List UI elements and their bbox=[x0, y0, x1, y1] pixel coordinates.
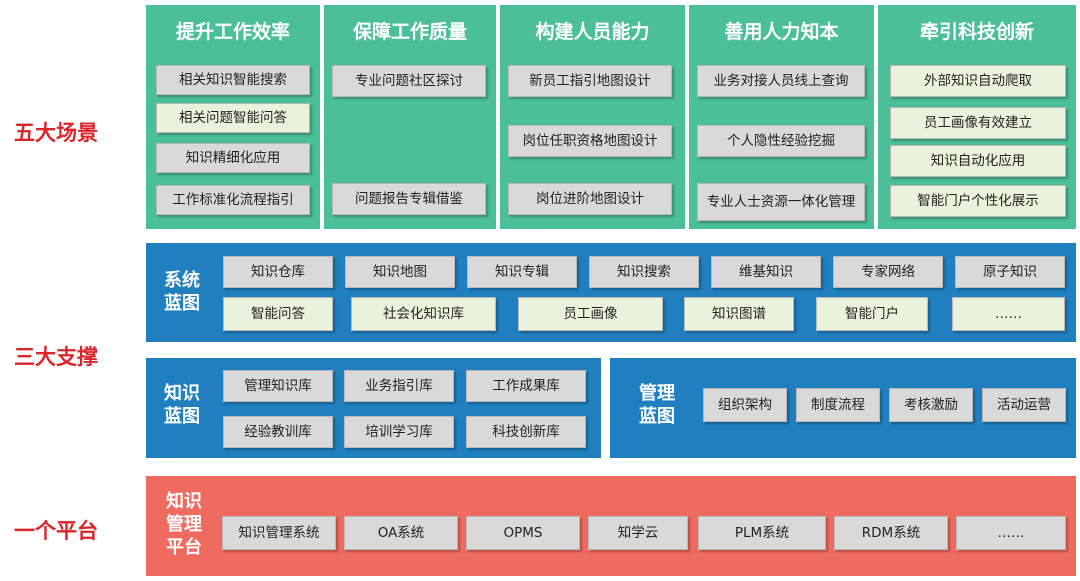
band-label-line: 管理 bbox=[639, 383, 675, 404]
system-item[interactable]: 社会化知识库 bbox=[351, 297, 496, 331]
system-item[interactable]: 智能问答 bbox=[223, 297, 333, 331]
system-item[interactable]: 知识地图 bbox=[345, 256, 455, 288]
platform-item[interactable]: 知学云 bbox=[588, 516, 688, 550]
scenario-item[interactable]: 工作标准化流程指引 bbox=[156, 185, 310, 215]
band-label-line: 蓝图 bbox=[164, 406, 200, 427]
platform-band: 知识 管理 平台 知识管理系统 OA系统 OPMS 知学云 PLM系统 RDM系… bbox=[146, 476, 1076, 576]
scenario-item[interactable]: 相关问题智能问答 bbox=[156, 103, 310, 133]
row-label-scenes: 五大场景 bbox=[14, 121, 98, 145]
management-item[interactable]: 考核激励 bbox=[889, 388, 973, 422]
platform-item[interactable]: RDM系统 bbox=[834, 516, 948, 550]
row-label-support: 三大支撑 bbox=[14, 345, 98, 369]
scenario-title: 牵引科技创新 bbox=[919, 21, 1034, 43]
system-blueprint-label: 系统 蓝图 bbox=[156, 269, 208, 315]
band-label-line: 系统 bbox=[164, 270, 200, 291]
scenario-item[interactable]: 外部知识自动爬取 bbox=[890, 65, 1066, 97]
band-label-line: 蓝图 bbox=[164, 293, 200, 314]
platform-item[interactable]: …… bbox=[956, 516, 1066, 550]
scenario-title: 善用人力知本 bbox=[724, 21, 839, 43]
platform-item[interactable]: OA系统 bbox=[344, 516, 458, 550]
knowledge-item[interactable]: 科技创新库 bbox=[466, 416, 586, 448]
knowledge-item[interactable]: 培训学习库 bbox=[344, 416, 454, 448]
scenario-item[interactable]: 智能门户个性化展示 bbox=[890, 185, 1066, 217]
platform-label: 知识 管理 平台 bbox=[156, 490, 212, 559]
scenario-item[interactable]: 相关知识智能搜索 bbox=[156, 65, 310, 95]
row-label-platform: 一个平台 bbox=[14, 519, 98, 543]
scenario-item[interactable]: 岗位进阶地图设计 bbox=[508, 183, 672, 215]
scenario-column-quality: 保障工作质量 专业问题社区探讨 问题报告专辑借鉴 bbox=[324, 5, 496, 229]
knowledge-item[interactable]: 经验教训库 bbox=[223, 416, 333, 448]
scenario-item[interactable]: 专业人士资源一体化管理 bbox=[697, 183, 865, 221]
scenario-item[interactable]: 岗位任职资格地图设计 bbox=[508, 125, 672, 157]
knowledge-blueprint-label: 知识 蓝图 bbox=[156, 382, 208, 428]
knowledge-item[interactable]: 管理知识库 bbox=[223, 370, 333, 402]
scenario-title: 提升工作效率 bbox=[175, 21, 290, 43]
management-item[interactable]: 制度流程 bbox=[796, 388, 880, 422]
management-blueprint-band: 管理 蓝图 组织架构 制度流程 考核激励 活动运营 bbox=[610, 358, 1076, 458]
system-item[interactable]: 专家网络 bbox=[833, 256, 943, 288]
scenario-title: 构建人员能力 bbox=[535, 21, 650, 43]
band-label-line: 知识 bbox=[166, 491, 202, 512]
scenario-item[interactable]: 新员工指引地图设计 bbox=[508, 65, 672, 97]
band-label-line: 平台 bbox=[166, 537, 202, 558]
system-blueprint-band: 系统 蓝图 知识仓库 知识地图 知识专辑 知识搜索 维基知识 专家网络 原子知识… bbox=[146, 243, 1076, 342]
scenario-item[interactable]: 个人隐性经验挖掘 bbox=[697, 125, 865, 157]
scenario-item[interactable]: 知识自动化应用 bbox=[890, 145, 1066, 177]
knowledge-blueprint-band: 知识 蓝图 管理知识库 业务指引库 工作成果库 经验教训库 培训学习库 科技创新… bbox=[146, 358, 601, 458]
band-label-line: 知识 bbox=[164, 383, 200, 404]
scenario-column-talent: 善用人力知本 业务对接人员线上查询 个人隐性经验挖掘 专业人士资源一体化管理 bbox=[689, 5, 874, 229]
system-item[interactable]: 知识仓库 bbox=[223, 256, 333, 288]
band-label-line: 蓝图 bbox=[639, 406, 675, 427]
knowledge-item[interactable]: 工作成果库 bbox=[466, 370, 586, 402]
platform-item[interactable]: PLM系统 bbox=[698, 516, 826, 550]
knowledge-item[interactable]: 业务指引库 bbox=[344, 370, 454, 402]
system-item[interactable]: 智能门户 bbox=[816, 297, 928, 331]
scenario-column-capability: 构建人员能力 新员工指引地图设计 岗位任职资格地图设计 岗位进阶地图设计 bbox=[500, 5, 685, 229]
scenario-column-innovation: 牵引科技创新 外部知识自动爬取 员工画像有效建立 知识自动化应用 智能门户个性化… bbox=[878, 5, 1076, 229]
scenario-item[interactable]: 员工画像有效建立 bbox=[890, 107, 1066, 139]
platform-item[interactable]: OPMS bbox=[466, 516, 580, 550]
scenario-item[interactable]: 专业问题社区探讨 bbox=[332, 65, 486, 97]
system-item[interactable]: 知识专辑 bbox=[467, 256, 577, 288]
scenario-title: 保障工作质量 bbox=[352, 21, 467, 43]
system-item[interactable]: 原子知识 bbox=[955, 256, 1065, 288]
platform-item[interactable]: 知识管理系统 bbox=[222, 516, 336, 550]
scenario-item[interactable]: 问题报告专辑借鉴 bbox=[332, 183, 486, 215]
scenario-item[interactable]: 知识精细化应用 bbox=[156, 143, 310, 173]
management-blueprint-label: 管理 蓝图 bbox=[622, 382, 692, 428]
scenario-item[interactable]: 业务对接人员线上查询 bbox=[697, 65, 865, 97]
system-item[interactable]: …… bbox=[952, 297, 1065, 331]
management-item[interactable]: 组织架构 bbox=[703, 388, 787, 422]
system-item[interactable]: 知识图谱 bbox=[684, 297, 794, 331]
scenario-column-efficiency: 提升工作效率 相关知识智能搜索 相关问题智能问答 知识精细化应用 工作标准化流程… bbox=[146, 5, 320, 229]
band-label-line: 管理 bbox=[166, 514, 202, 535]
management-item[interactable]: 活动运营 bbox=[982, 388, 1066, 422]
system-item[interactable]: 员工画像 bbox=[518, 297, 663, 331]
system-item[interactable]: 知识搜索 bbox=[589, 256, 699, 288]
system-item[interactable]: 维基知识 bbox=[711, 256, 821, 288]
